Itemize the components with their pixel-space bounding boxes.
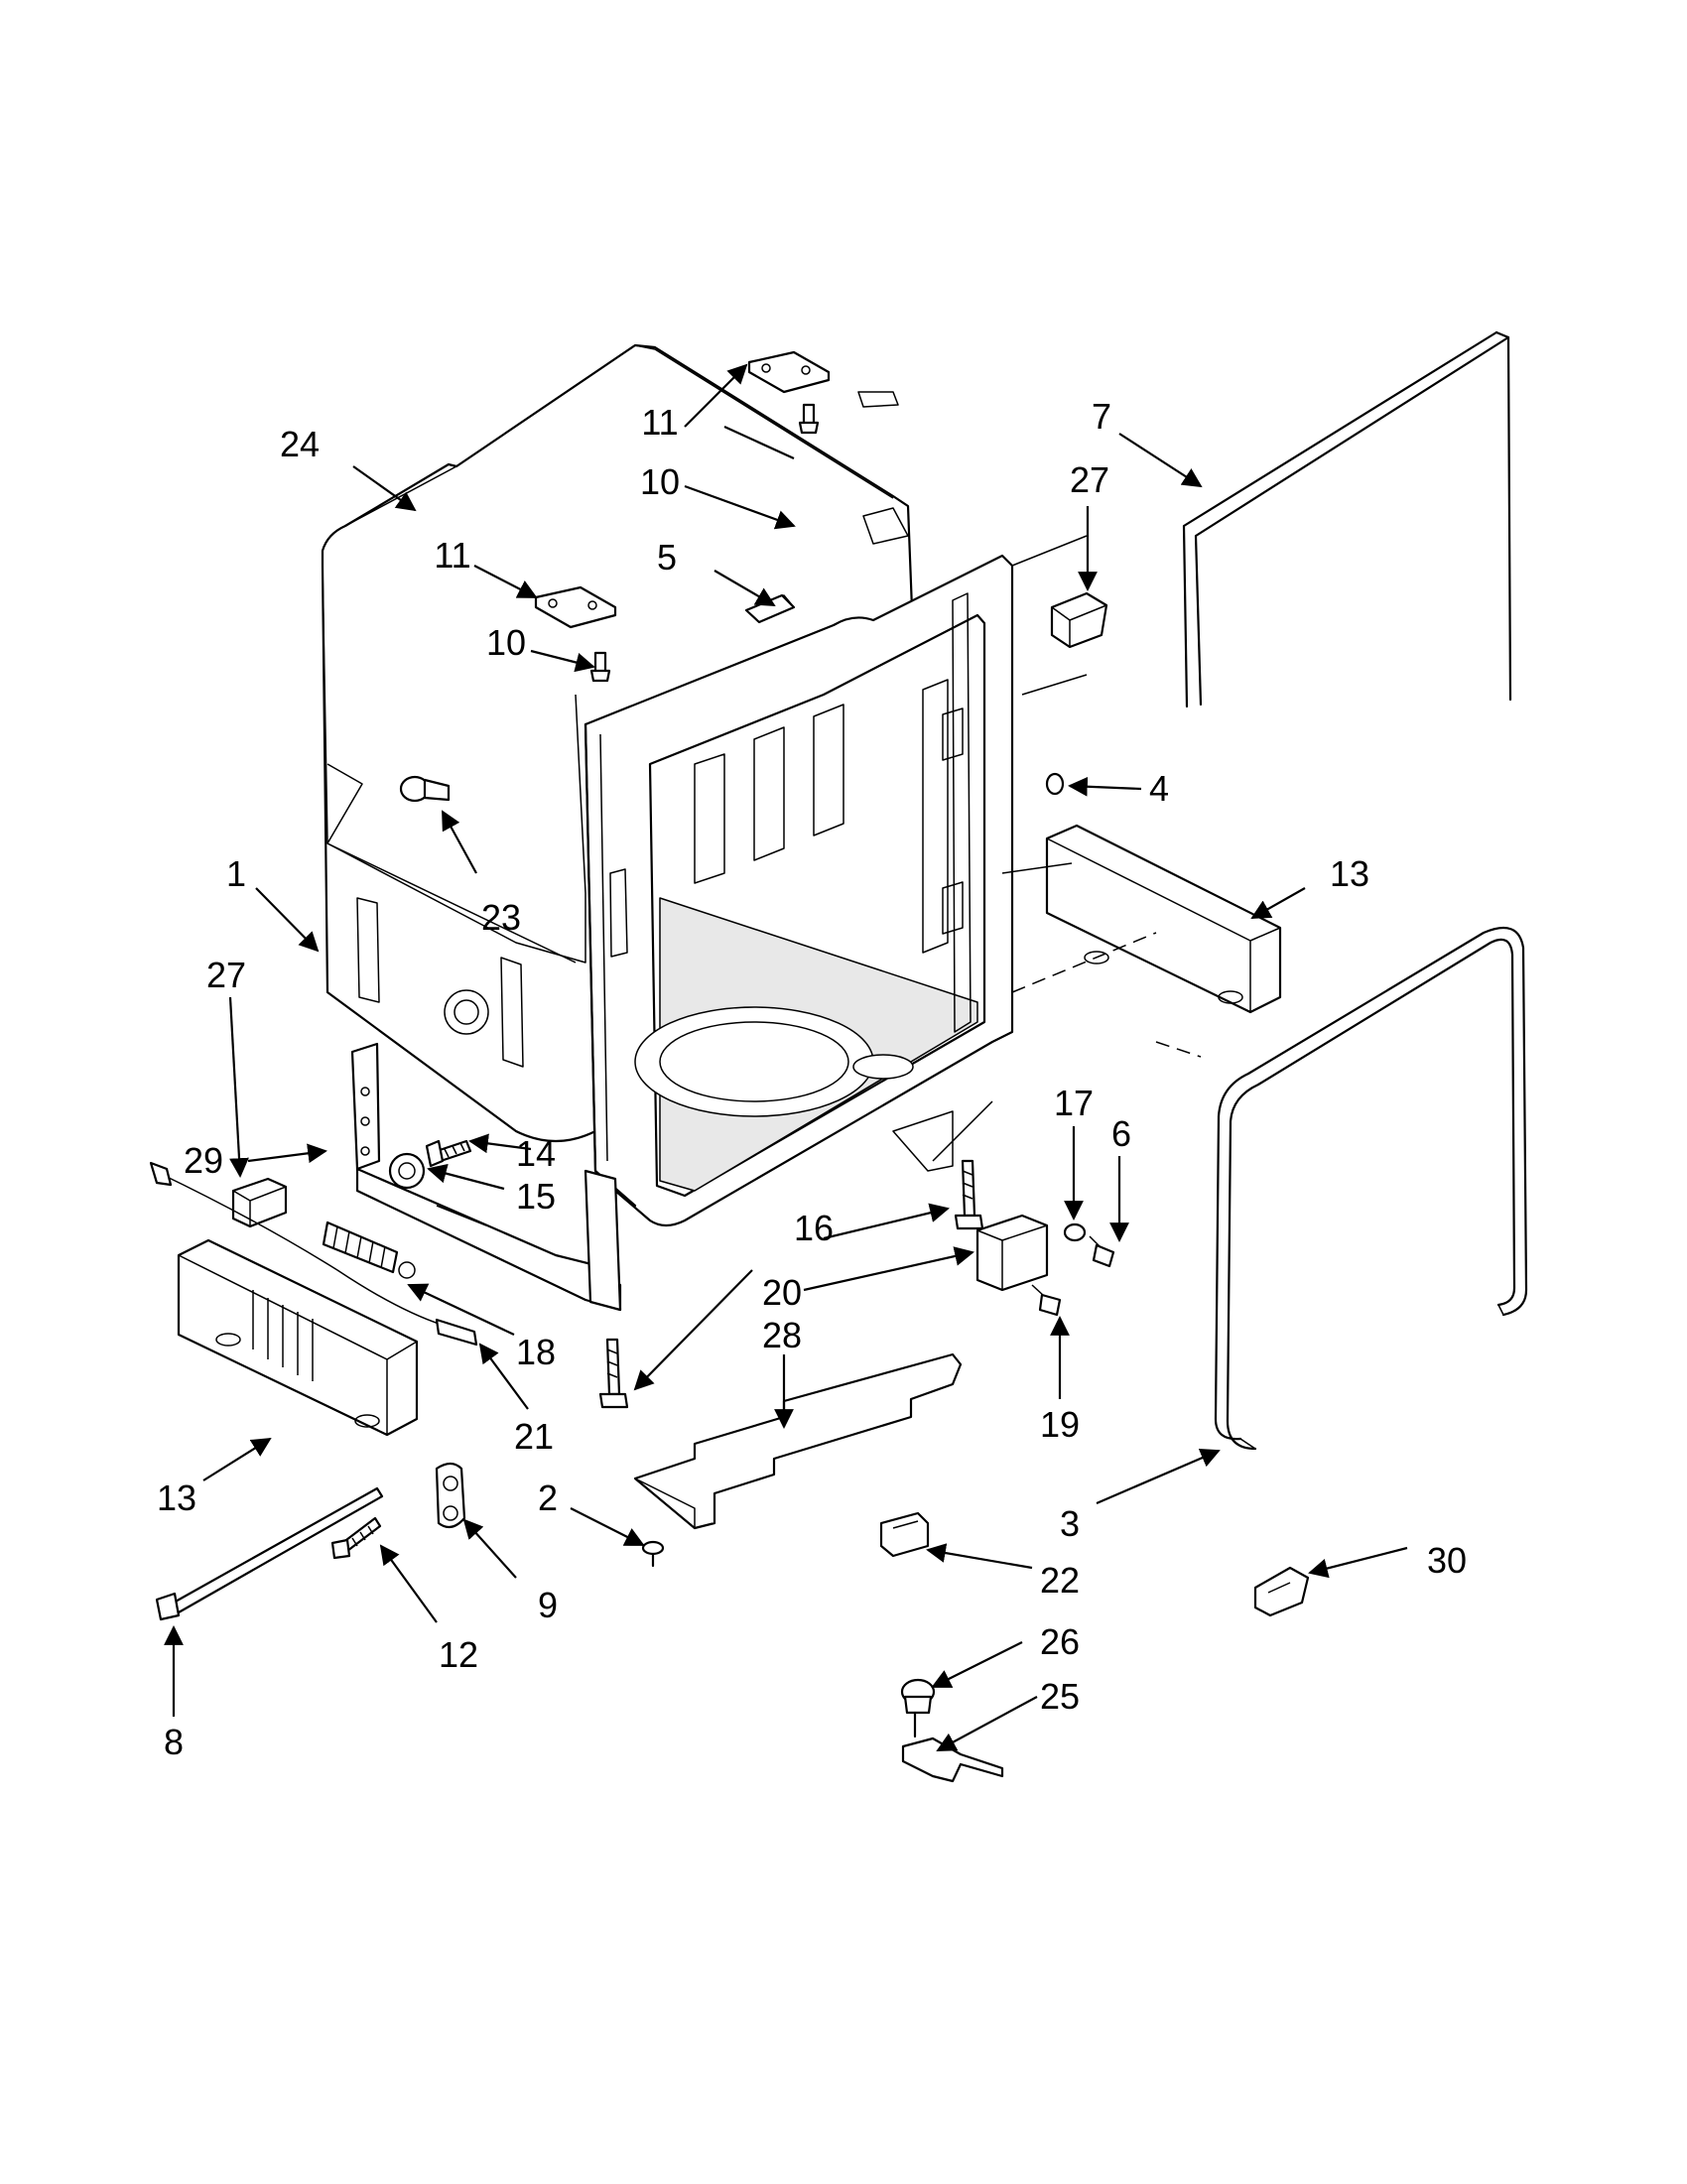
callout-2: 2 [538,1477,558,1518]
part-14-screw [425,1139,472,1168]
part-19-screw [1031,1284,1062,1317]
callout-11-upper: 11 [641,402,678,443]
callout-14: 14 [516,1133,556,1174]
part-12-screw [330,1516,382,1560]
callout-6: 6 [1111,1113,1131,1154]
callout-9: 9 [538,1585,558,1625]
part-30-clip [1253,1566,1310,1617]
part-18-spring [322,1220,416,1279]
part-4-plug [1045,772,1065,796]
part-25-bracket [901,1736,1004,1783]
part-8-cable-tie [155,1486,384,1621]
part-23-plug [399,775,451,803]
part-9-grommet [435,1462,466,1529]
tub-assembly [321,343,1014,1227]
part-13-insulation-left [177,1238,419,1437]
part-27-clip-left [231,1177,288,1228]
callout-21: 21 [514,1416,554,1457]
callout-11-lower: 11 [434,535,470,576]
callout-30: 30 [1427,1540,1467,1581]
part-3-gasket [1214,926,1528,1451]
callout-12: 12 [439,1634,478,1675]
callout-16-upper: 16 [794,1208,834,1248]
callout-23: 23 [481,897,521,938]
callout-7: 7 [1092,396,1111,437]
callout-labels: 24 11 10 5 11 10 7 27 4 13 1 23 27 14 29… [157,396,1467,1762]
part-10-screw-upper [798,403,820,435]
callout-24: 24 [280,424,320,464]
callout-19: 19 [1040,1404,1080,1445]
callout-25: 25 [1040,1676,1080,1717]
callout-10-upper: 10 [640,461,680,502]
callout-13-right: 13 [1330,853,1369,894]
callout-5: 5 [657,537,677,578]
part-26-thermostat [900,1678,936,1738]
callout-8: 8 [164,1722,184,1762]
callout-27-left: 27 [206,955,246,995]
callout-29: 29 [184,1140,223,1181]
callout-10-lower: 10 [486,622,526,663]
part-28-toe-panel [633,1352,963,1530]
part-13-insulation-right [1045,824,1282,1014]
part-7-gasket [1182,330,1512,708]
part-11-bracket-lower [534,585,617,629]
part-2-screw [641,1540,665,1568]
part-15-grommet [388,1152,426,1190]
callout-1: 1 [226,853,246,894]
part-21-sensor [435,1318,478,1347]
part-29-wire [149,1161,443,1326]
part-10-screw-lower [589,651,611,683]
callout-26: 26 [1040,1621,1080,1662]
callout-27-right: 27 [1070,459,1109,500]
callout-22: 22 [1040,1560,1080,1601]
part-11-bracket-upper [747,350,831,394]
part-27-clip-right [1050,591,1108,649]
callout-18: 18 [516,1332,556,1372]
part-16-leveling-leg-right [954,1159,984,1230]
callout-20: 20 [762,1272,802,1313]
part-22-clip [879,1511,930,1558]
callout-17: 17 [1054,1083,1094,1123]
part-20-bracket [975,1214,1049,1292]
callout-4: 4 [1149,768,1169,809]
callout-3: 3 [1060,1503,1080,1544]
callout-15: 15 [516,1176,556,1217]
part-6-screw [1089,1235,1115,1268]
callout-13-left: 13 [157,1477,196,1518]
part-17-washer [1063,1222,1087,1242]
callout-28: 28 [762,1315,802,1355]
part-16-leveling-leg-left [598,1338,629,1409]
leader-lines [164,363,1408,1751]
left-mounting-bracket [350,1042,622,1312]
